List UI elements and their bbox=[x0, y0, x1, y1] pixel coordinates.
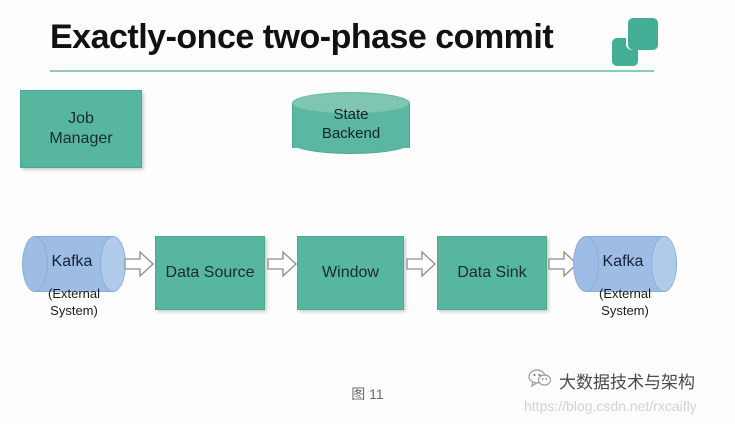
block-arrow-right-icon bbox=[124, 250, 154, 278]
data-source-box: Data Source bbox=[155, 236, 265, 310]
cylinder-left-cap bbox=[22, 236, 48, 292]
cylinder-left-cap bbox=[573, 236, 599, 292]
data-sink-box: Data Sink bbox=[437, 236, 547, 310]
title-underline-divider bbox=[50, 70, 654, 72]
block-arrow-right-icon bbox=[406, 250, 436, 278]
watermark-url: https://blog.csdn.net/rxcaifly bbox=[524, 398, 697, 414]
job-manager-box: Job Manager bbox=[20, 90, 142, 168]
job-manager-label-line1: Job bbox=[68, 110, 94, 127]
block-arrow-right-icon bbox=[548, 250, 578, 278]
kafka-source-sublabel-line1: (External bbox=[47, 286, 101, 301]
kafka-source-label: Kafka bbox=[51, 253, 93, 270]
state-backend-cylinder: State Backend bbox=[292, 92, 410, 154]
kafka-source-sublabel-line2: System) bbox=[50, 302, 98, 318]
cylinder-top-cap bbox=[292, 92, 410, 114]
watermark-account-name: 大数据技术与架构 bbox=[559, 373, 695, 392]
kafka-sink-cylinder: Kafka bbox=[573, 236, 677, 292]
kafka-sink-label: Kafka bbox=[602, 253, 644, 270]
kafka-sink-sublabel-line1: (External bbox=[598, 286, 652, 301]
wechat-icon bbox=[528, 368, 552, 393]
page-title: Exactly-once two-phase commit bbox=[50, 18, 554, 56]
data-source-label: Data Source bbox=[165, 264, 255, 281]
state-backend-label: State Backend bbox=[292, 106, 410, 144]
state-backend-label-line1: State bbox=[333, 106, 369, 123]
kafka-source-sublabel: (External System) bbox=[14, 286, 134, 320]
flink-logo bbox=[612, 18, 660, 68]
cylinder-right-cap bbox=[651, 236, 677, 292]
state-backend-label-line2: Backend bbox=[321, 124, 381, 142]
figure-caption: 图 11 bbox=[351, 386, 384, 402]
data-sink-label: Data Sink bbox=[457, 264, 527, 281]
job-manager-label-line2: Manager bbox=[49, 130, 113, 147]
window-label: Window bbox=[322, 264, 379, 281]
logo-square-front-icon bbox=[628, 18, 658, 50]
block-arrow-right-icon bbox=[267, 250, 297, 278]
watermark: 大数据技术与架构 bbox=[528, 368, 695, 393]
kafka-sink-sublabel: (External System) bbox=[565, 286, 685, 320]
kafka-sink-sublabel-line2: System) bbox=[601, 302, 649, 318]
window-box: Window bbox=[297, 236, 404, 310]
job-manager-label: Job Manager bbox=[49, 109, 112, 149]
kafka-source-cylinder: Kafka bbox=[22, 236, 126, 292]
